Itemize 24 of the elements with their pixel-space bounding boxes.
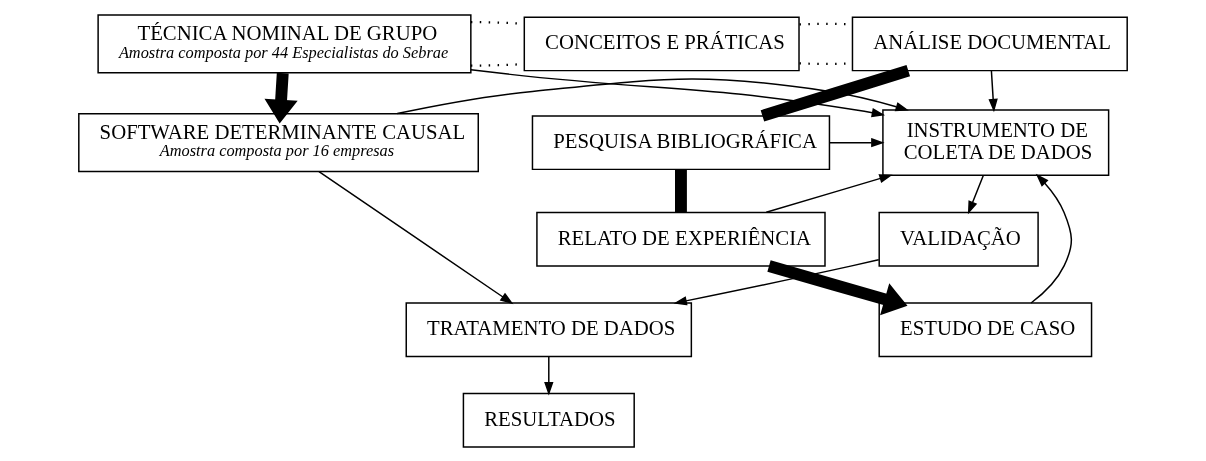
node-box: RELATO DE EXPERIÊNCIA [536, 211, 826, 267]
node-box: VALIDAÇÃO [878, 211, 1039, 267]
arrow [765, 173, 893, 213]
arrow [673, 258, 880, 305]
node-box: INSTRUMENTO DE COLETA DE DADOS [882, 108, 1110, 176]
connector [675, 169, 687, 212]
arrow [396, 77, 909, 114]
node-box: ANÁLISE DOCUMENTAL [851, 15, 1128, 71]
arrow [470, 68, 886, 117]
arrow [967, 174, 984, 214]
node-box: TRATAMENTO DE DADOS [405, 301, 693, 357]
node-box: TÉCNICA NOMINAL DE GRUPO Amostra composta por 44 Especialistas do Sebrae [97, 13, 472, 74]
node-box: CONCEITOS E PRÁTICAS [523, 15, 800, 71]
arrow [988, 69, 998, 112]
node-box: ESTUDO DE CASO [878, 301, 1093, 357]
arrow [767, 259, 908, 315]
node-box: PESQUISA BIBLIOGRÁFICA [531, 114, 831, 170]
arrow [829, 137, 885, 147]
arrow [1030, 173, 1073, 304]
node-box: SOFTWARE DETERMINANTE CAUSAL Amostra composta por 16 empresas [78, 112, 479, 172]
arrow [264, 72, 298, 123]
arrow [544, 355, 554, 395]
node-box: RESULTADOS [462, 392, 635, 448]
arrow [318, 170, 514, 304]
